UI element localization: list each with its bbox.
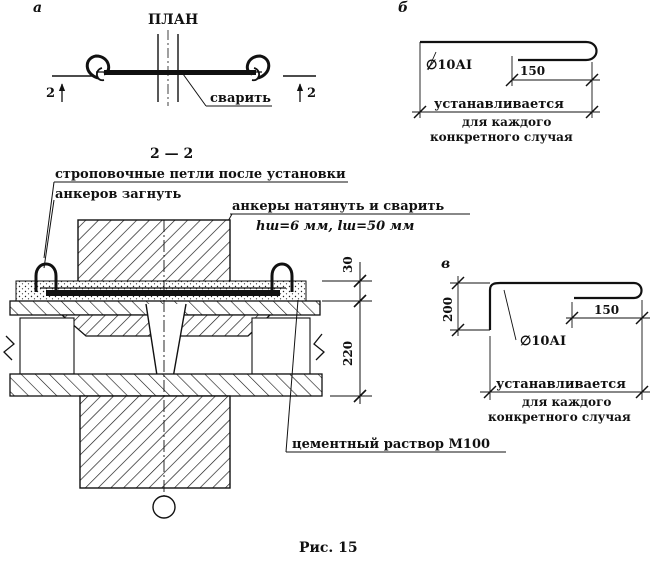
dim-tick-2 — [353, 294, 367, 308]
loop-left-section — [34, 262, 58, 292]
bar-v-note-2: конкретного случая — [488, 410, 631, 424]
callout-anchors: анкеры натянуть и сварить — [232, 199, 444, 214]
dim-v-tick-6 — [635, 385, 649, 399]
plan-title: ПЛАН — [148, 12, 198, 28]
dim-v-tick-2 — [451, 323, 465, 337]
dim-v-tick-1 — [451, 276, 465, 290]
axis-bubble — [152, 495, 176, 519]
dim-220: 220 — [341, 341, 355, 366]
section-title: 2 — 2 — [150, 146, 193, 162]
dim-v-200: 200 — [441, 297, 455, 322]
panel-b-letter: б — [398, 0, 408, 16]
dim-b-tick-3 — [413, 105, 427, 119]
bar-v-note-1: для каждого — [522, 395, 611, 409]
bar-b-note-2: конкретного случая — [430, 130, 573, 144]
weld-label: сварить — [210, 91, 271, 106]
section-mark-left: 2 — [46, 86, 55, 101]
dim-tick-3 — [353, 389, 367, 403]
leader-loop-left-2 — [43, 199, 55, 269]
dim-b-tick-4 — [585, 105, 599, 119]
loop-left-plan — [85, 54, 111, 80]
leader-mortar — [285, 299, 299, 453]
bar-b-leader — [427, 51, 437, 71]
slab-void-left — [19, 317, 75, 375]
bar-v-bent — [488, 281, 643, 330]
panel-a-letter: а — [33, 0, 42, 16]
bar-b-hooked — [420, 40, 598, 62]
callout-loops-line1: строповочные петли после установки — [55, 167, 346, 182]
bar-v-length: устанавливается — [496, 377, 626, 392]
dim-v-tick-4 — [635, 311, 649, 325]
weld-leader — [182, 73, 207, 107]
section-mark-right: 2 — [307, 86, 316, 101]
loop-right-section — [270, 262, 294, 292]
figure-caption: Рис. 15 — [299, 540, 358, 556]
bar-v-label: ∅10АI — [520, 334, 566, 349]
upper-column — [77, 219, 231, 285]
lower-column — [79, 395, 231, 489]
break-line-left — [3, 335, 15, 361]
panel-v-letter: в — [441, 256, 450, 272]
callout-loops-line2: анкеров загнуть — [55, 187, 181, 202]
dim-b-150: 150 — [520, 64, 545, 78]
dim-v-tick-5 — [483, 385, 497, 399]
slab-bottom-band — [9, 373, 323, 397]
dim-v-150: 150 — [594, 303, 619, 317]
weld-params: hш=6 мм, lш=50 мм — [256, 219, 414, 234]
mortar-label: цементный раствор М100 — [292, 437, 490, 452]
loop-left-plan-inner — [96, 67, 105, 82]
dim-b-tick-2 — [585, 73, 599, 87]
dim-b-tick-1 — [505, 73, 519, 87]
dim-tick-1 — [353, 274, 367, 288]
dim-30: 30 — [341, 256, 355, 273]
anchor-bar-section — [46, 290, 280, 296]
bar-b-note-1: для каждого — [462, 115, 551, 129]
break-line-right — [313, 333, 325, 361]
loop-right-plan-inner — [251, 67, 260, 82]
panel-b: б 150 ∅10АI устанавливается для каждого … — [398, 0, 600, 144]
slab-void-right — [251, 317, 311, 375]
bar-b-length: устанавливается — [434, 97, 564, 112]
panel-v: в 200 150 ∅10АI устанавливается для кажд… — [441, 256, 650, 424]
loop-right-plan — [245, 54, 271, 80]
section-2-2: 2 — 2 строповочные петли после установки… — [3, 146, 506, 519]
dim-v-tick-3 — [565, 311, 579, 325]
bar-v-leader — [503, 289, 517, 341]
bar-b-label: ∅10АI — [426, 58, 472, 73]
panel-a-plan: а ПЛАН 2 2 сварить — [33, 0, 316, 107]
leader-loop-left — [43, 181, 55, 259]
